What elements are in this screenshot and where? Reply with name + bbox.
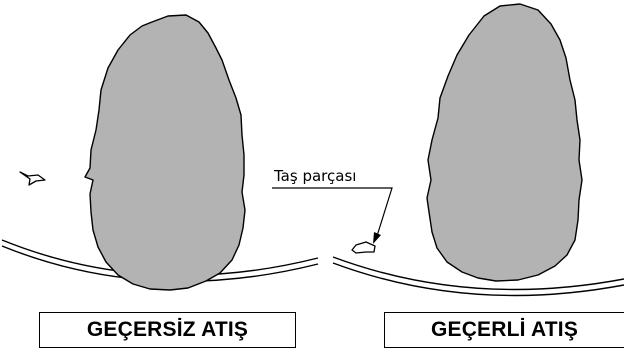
valid-stone-fragment bbox=[351, 241, 376, 254]
callout-label: Taş parçası bbox=[273, 167, 356, 185]
invalid-stone-fragment bbox=[19, 171, 46, 186]
invalid-throw-label: GEÇERSİZ ATIŞ bbox=[39, 312, 296, 348]
invalid-stone bbox=[84, 14, 246, 291]
valid-stone bbox=[426, 3, 583, 282]
valid-panel: Taş parçası bbox=[272, 3, 624, 297]
valid-ring-inner bbox=[332, 262, 624, 297]
callout-arrowhead bbox=[373, 232, 381, 244]
invalid-panel bbox=[1, 14, 319, 291]
valid-throw-label: GEÇERLİ ATIŞ bbox=[384, 312, 624, 348]
callout-leader-line bbox=[272, 187, 393, 237]
valid-ring-outer bbox=[332, 256, 624, 291]
